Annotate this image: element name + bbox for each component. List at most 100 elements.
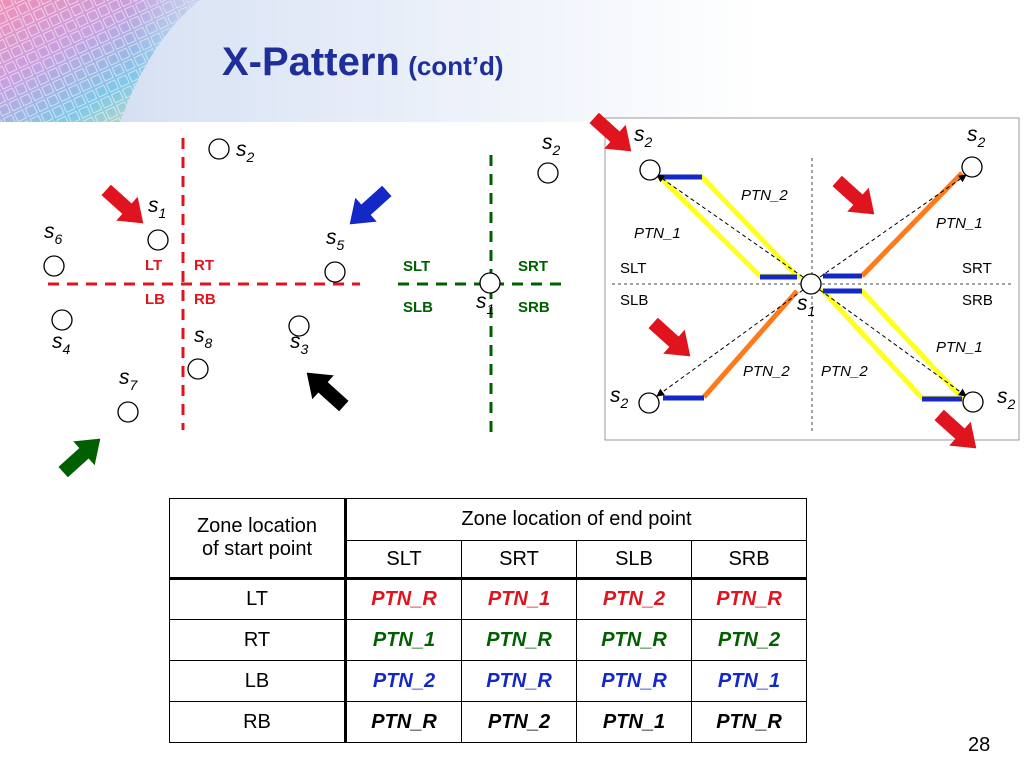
blue-arrow-icon [349,185,392,225]
red-arrow-icon [101,184,144,224]
right-label-s2-lower-right: s2 [997,385,1016,412]
table-cell: PTN_2 [345,660,462,702]
table-cell: PTN_1 [691,660,807,702]
header-start-zone: Zone location of start point [169,498,347,580]
table-cell: PTN_R [691,701,807,743]
middle-label-s2: s2 [542,131,561,158]
zone-pattern-table: Zone location of start point Zone locati… [169,498,807,743]
title-banner: X-Pattern (cont’d) [0,0,1024,122]
node-s4 [51,309,73,331]
table-cell: PTN_1 [345,619,462,661]
direct-arrow-lower-right [819,289,967,397]
zone-label-slt: SLT [403,258,430,275]
node-s3 [288,315,310,337]
node-s7 [117,401,139,423]
red-arrow-icon [934,409,977,449]
red-arrow-icon [648,317,691,357]
header-start-line-2: of start point [201,538,313,560]
table-cell: PTN_R [461,619,577,661]
right-node-s2-lower-left [638,392,660,414]
table-cell: PTN_R [576,660,692,702]
table-cell: PTN_2 [691,619,807,661]
zone-label-rt: RT [194,257,214,274]
node-s6 [43,255,65,277]
table-cell: PTN_R [576,619,692,661]
node-s2 [208,138,230,160]
column-header-slb: SLB [576,540,692,580]
zone-label-lt: LT [145,257,162,274]
right-node-s2-upper-right [961,156,983,178]
table-cell: PTN_1 [576,701,692,743]
right-label-s1: s1 [797,292,815,319]
row-label-rt: RT [169,619,347,661]
header-end-zone: Zone location of end point [345,498,807,541]
ptn-label-2-bottom-right: PTN_2 [821,363,868,380]
right-node-s2-lower-right [962,391,984,413]
node-s1 [147,229,169,251]
right-label-s2-lower-left: s2 [610,384,629,411]
title-sub: (cont’d) [408,51,504,81]
node-s5 [324,261,346,283]
label-s3: s3 [290,330,309,357]
label-s7: s7 [119,366,139,393]
label-s8: s8 [194,324,213,351]
right-node-s1 [800,273,822,295]
red-arrow-icon [832,175,875,215]
right-diagram: s1 s2 s2 s2 s2 SLT SRT SLB SRB PTN_2 PTN… [589,112,1020,449]
table-cell: PTN_R [461,660,577,702]
row-label-lt: LT [169,578,347,620]
node-s8 [187,358,209,380]
row-label-lb: LB [169,660,347,702]
left-diagram: LT RT LB RB s2 s1 s6 s5 s4 s3 s8 s7 [43,138,392,478]
table-cell: PTN_2 [461,701,577,743]
page-title: X-Pattern (cont’d) [222,40,504,85]
direct-arrow-upper-right [819,174,967,278]
ptn-label-1-lower-right: PTN_1 [936,339,983,356]
green-arrow-icon [58,438,101,478]
table-cell: PTN_R [345,701,462,743]
direct-arrow-upper-left [656,174,804,278]
right-label-s2-upper-right: s2 [967,123,986,150]
ptn-label-1-upper-left: PTN_1 [634,225,681,242]
page-number: 28 [968,734,991,756]
zone-label-rb: RB [194,291,216,308]
x-pattern-diagrams: LT RT LB RB s2 s1 s6 s5 s4 s3 s8 s7 [43,112,1020,478]
column-header-srb: SRB [691,540,807,580]
ptn-label-2-top: PTN_2 [741,187,788,204]
middle-diagram: SLT SRT SLB SRB s1 s2 [398,131,566,432]
column-header-srt: SRT [461,540,577,580]
table-cell: PTN_R [345,578,462,620]
right-node-s2-upper-left [639,159,661,181]
direct-arrow-lower-left [656,289,804,397]
header-start-line-1: Zone location [196,515,318,537]
right-zone-slt: SLT [620,260,646,277]
zone-label-srt: SRT [518,258,548,275]
label-s2: s2 [236,138,255,165]
row-label-rb: RB [169,701,347,743]
table-cell: PTN_2 [576,578,692,620]
zone-label-lb: LB [145,291,165,308]
right-zone-slb: SLB [620,292,648,309]
wafer-image [0,0,240,122]
ptn-2-path-upper-right [860,171,964,278]
column-header-slt: SLT [345,540,462,580]
ptn-2-path-lower-left [702,289,799,399]
right-zone-srt: SRT [962,260,992,277]
red-arrow-icon [589,112,632,152]
ptn-label-1-upper-right: PTN_1 [936,215,983,232]
zone-label-srb: SRB [518,299,550,316]
right-label-s2-upper-left: s2 [634,123,653,150]
middle-node-s2 [537,162,559,184]
label-s1: s1 [148,194,166,221]
right-zone-srb: SRB [962,292,993,309]
label-s6: s6 [44,220,63,247]
table-cell: PTN_1 [461,578,577,620]
middle-node-s1 [479,272,501,294]
ptn-label-2-bottom-left: PTN_2 [743,363,790,380]
black-arrow-icon [306,372,349,412]
zone-label-slb: SLB [403,299,433,316]
